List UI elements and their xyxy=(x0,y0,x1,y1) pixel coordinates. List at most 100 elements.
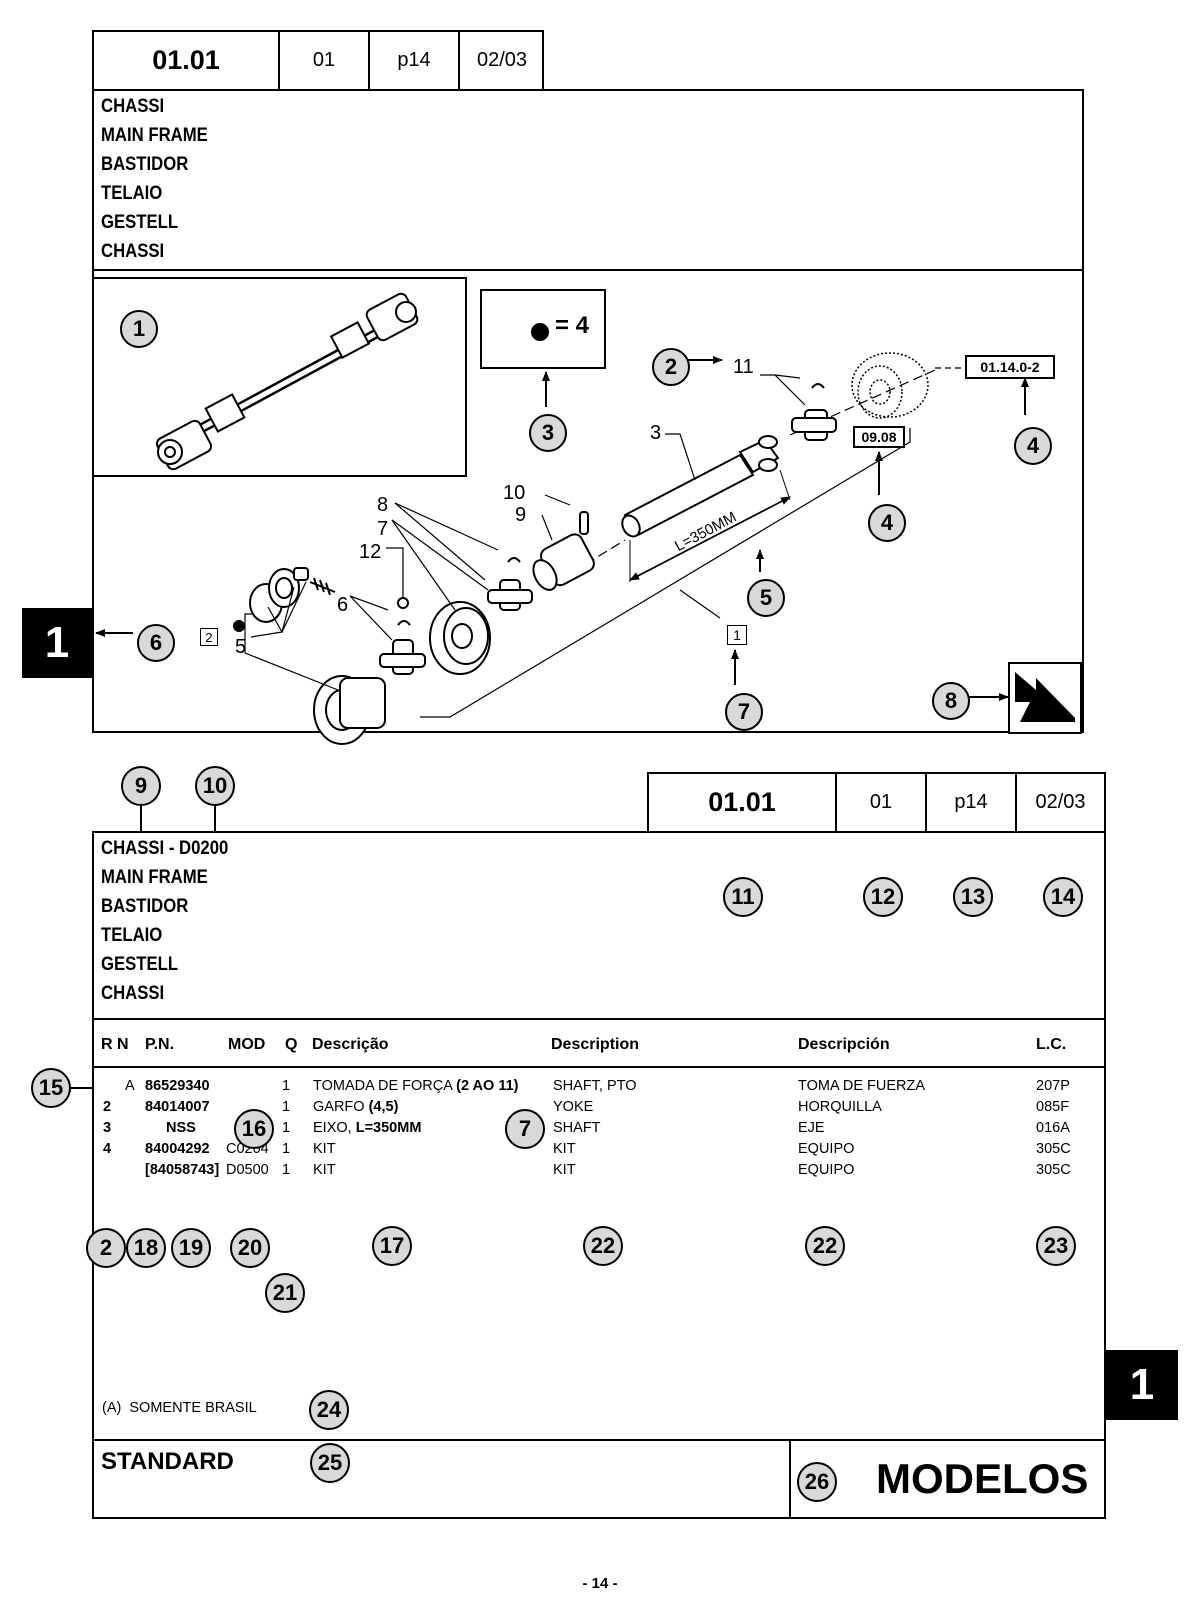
row-en: YOKE xyxy=(553,1099,594,1115)
row-pn: 84004292 xyxy=(145,1141,210,1157)
row-pt-text: KIT xyxy=(313,1162,336,1178)
row-pt-bold: (4,5) xyxy=(368,1099,399,1115)
row-r: 2 xyxy=(103,1099,112,1115)
col-pn: P.N. xyxy=(145,1036,175,1053)
callout-7: 7 xyxy=(725,693,763,731)
row-en: SHAFT, PTO xyxy=(553,1078,637,1094)
bottom-header-section: 01 xyxy=(837,774,927,831)
callout-25: 25 xyxy=(310,1443,350,1483)
top-titles: CHASSI MAIN FRAME BASTIDOR TELAIO GESTEL… xyxy=(101,92,208,266)
bottom-header: 01.01 01 p14 02/03 xyxy=(647,772,1106,833)
bottom-header-date: 02/03 xyxy=(1035,791,1086,813)
callout-14: 14 xyxy=(1043,877,1083,917)
forward-arrow-icon xyxy=(1015,672,1075,722)
row-pt-text: GARFO xyxy=(313,1099,369,1115)
top-title-de: GESTELL xyxy=(101,212,179,233)
col-es: Descripción xyxy=(798,1036,890,1053)
page-number: - 14 - xyxy=(582,1575,618,1592)
bottom-title-fr: CHASSI xyxy=(101,983,165,1004)
part-label-3: 3 xyxy=(650,422,662,444)
row-q: 1 xyxy=(282,1141,291,1157)
part-label-7: 7 xyxy=(377,518,389,540)
full-shaft-illustration xyxy=(155,292,419,471)
part-label-6: 6 xyxy=(337,594,349,616)
callout-9: 9 xyxy=(121,766,161,806)
row-lc: 305C xyxy=(1036,1162,1071,1178)
row-lc: 305C xyxy=(1036,1141,1071,1157)
row-pn: [84058743] xyxy=(145,1162,220,1178)
bottom-title-es: BASTIDOR xyxy=(101,896,189,917)
section-tab-left: 1 xyxy=(22,608,92,678)
row-pn: 84014007 xyxy=(145,1099,210,1115)
callout-5: 5 xyxy=(747,579,785,617)
callout-16: 16 xyxy=(234,1109,274,1149)
part-label-11: 11 xyxy=(733,356,754,378)
cross-part-8 xyxy=(487,557,533,611)
part-label-5: 5 xyxy=(235,636,247,658)
bottom-titles: CHASSI - D0200 MAIN FRAME BASTIDOR TELAI… xyxy=(101,834,228,1008)
kit-box-1: 1 xyxy=(727,625,747,645)
callout-15: 15 xyxy=(31,1068,71,1108)
row-pt: GARFO (4,5) xyxy=(313,1099,398,1115)
bottom-title-pt: CHASSI - D0200 xyxy=(101,838,229,859)
row-mod: D0500 xyxy=(226,1162,269,1178)
callout-12: 12 xyxy=(863,877,903,917)
row-en: KIT xyxy=(553,1162,576,1178)
part-label-8: 8 xyxy=(377,494,389,516)
bottom-title-box xyxy=(92,831,1106,1020)
row-pt-text: KIT xyxy=(313,1141,336,1157)
top-header-page: p14 xyxy=(370,32,460,89)
top-header-date: 02/03 xyxy=(476,49,528,71)
top-title-en: MAIN FRAME xyxy=(101,125,208,146)
row-q: 1 xyxy=(282,1078,291,1094)
footnote: (A) SOMENTE BRASIL xyxy=(102,1400,257,1416)
callout-21: 21 xyxy=(265,1273,305,1313)
col-en: Description xyxy=(551,1036,640,1053)
callout-8: 8 xyxy=(932,682,970,720)
col-lc: L.C. xyxy=(1036,1036,1067,1053)
callout-1: 1 xyxy=(120,310,158,348)
top-title-it: TELAIO xyxy=(101,183,163,204)
top-header-section: 01 xyxy=(280,32,370,89)
top-title-fr: CHASSI xyxy=(101,241,165,262)
ref-box-mid: 09.08 xyxy=(853,426,905,448)
part-leaders xyxy=(244,374,911,718)
callout-4-mid: 4 xyxy=(868,504,906,542)
row-pt: EIXO, L=350MM xyxy=(313,1120,421,1136)
callout-11: 11 xyxy=(723,877,763,917)
row-es: TOMA DE FUERZA xyxy=(798,1078,926,1094)
callout-22-en: 22 xyxy=(583,1226,623,1266)
row-n: A xyxy=(125,1078,135,1094)
callout-22-es: 22 xyxy=(805,1226,845,1266)
bottom-title-it: TELAIO xyxy=(101,925,163,946)
callout-3: 3 xyxy=(529,414,567,452)
callout-17: 17 xyxy=(372,1226,412,1266)
yoke-assembly xyxy=(249,567,386,745)
part-label-9: 9 xyxy=(515,504,527,526)
row-q: 1 xyxy=(282,1120,291,1136)
row-q: 1 xyxy=(282,1162,291,1178)
ref-box-top: 01.14.0-2 xyxy=(965,355,1055,379)
row-pn: 86529340 xyxy=(145,1078,210,1094)
cross-part-11 xyxy=(791,383,837,441)
top-title-box xyxy=(92,89,1084,271)
row-pt: TOMADA DE FORÇA (2 AO 11) xyxy=(313,1078,518,1094)
shaft-part-3 xyxy=(621,435,780,538)
row-pn: NSS xyxy=(166,1120,196,1136)
top-header-code: 01.01 xyxy=(94,32,280,89)
standard-label: STANDARD xyxy=(101,1448,234,1475)
callout-2-table: 2 xyxy=(86,1228,126,1268)
row-q: 1 xyxy=(282,1099,291,1115)
row-pt: KIT xyxy=(313,1162,336,1178)
row-es: EJE xyxy=(798,1120,825,1136)
callout-2: 2 xyxy=(652,348,690,386)
callout-24: 24 xyxy=(309,1390,349,1430)
modelos-label: MODELOS xyxy=(876,1455,1089,1502)
row-pt: KIT xyxy=(313,1141,336,1157)
dot-symbol xyxy=(531,323,549,341)
row-r: 3 xyxy=(103,1120,112,1136)
bottom-header-page: p14 xyxy=(927,774,1017,831)
col-mod: MOD xyxy=(228,1036,266,1053)
row-lc: 207P xyxy=(1036,1078,1070,1094)
